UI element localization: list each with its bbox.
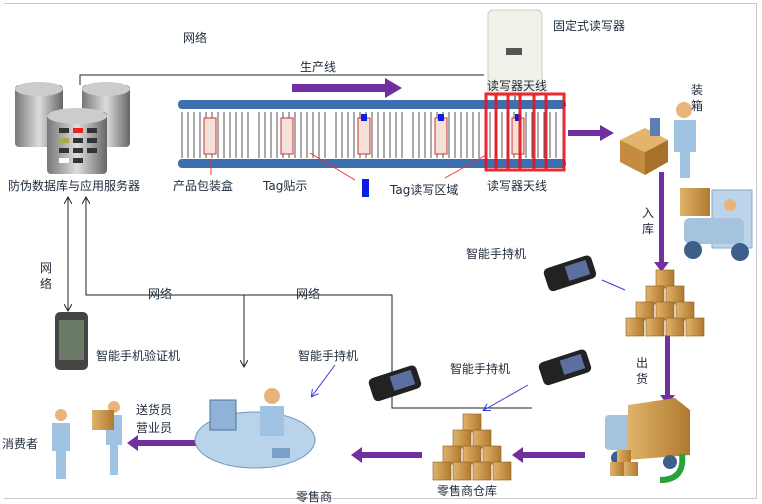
box (462, 413, 482, 433)
box-stack-icon (625, 269, 705, 337)
production-arrow (292, 78, 402, 98)
label-server: 防伪数据库与应用服务器 (8, 179, 141, 193)
box (645, 317, 665, 337)
label-network-mid1: 网络 (148, 287, 173, 301)
product-bottle-icon (203, 117, 217, 155)
product-bottle-icon (434, 117, 448, 155)
delivery-person-icon (92, 401, 122, 475)
conveyor-bay (412, 112, 480, 158)
conveyor-icon (178, 92, 566, 197)
box (655, 269, 675, 289)
pointer-handheld-3 (484, 384, 529, 410)
box (432, 461, 452, 481)
box (482, 445, 502, 465)
pointer-handheld-1 (601, 279, 626, 291)
network-lines (68, 74, 532, 409)
handheld-icon (538, 349, 592, 386)
label-production-line: 生产线 (300, 60, 337, 74)
label-phone-verifier: 智能手机验证机 (96, 349, 181, 363)
label-retailer: 零售商 (296, 490, 333, 504)
handheld-icon (543, 255, 597, 292)
label-delivery: 送货员 (136, 403, 173, 417)
box (665, 285, 685, 305)
arrow-warehouse-in (654, 262, 669, 272)
pointer-tag (309, 152, 356, 181)
label-sales: 营业员 (136, 421, 173, 435)
label-network-left: 网络 (40, 261, 53, 291)
conveyor-bay (335, 112, 403, 158)
box (472, 461, 492, 481)
box (685, 317, 705, 337)
packing-worker-icon (620, 102, 696, 178)
label-reader-antenna-top: 读写器天线 (487, 79, 548, 93)
pointer-area (444, 154, 487, 179)
truck-icon (605, 398, 690, 483)
pointer-handheld-2 (312, 364, 336, 396)
product-bottle-icon (280, 117, 294, 155)
box (645, 285, 665, 305)
box (635, 301, 655, 321)
label-warehouse-in: 入库 (642, 206, 655, 236)
box (452, 461, 472, 481)
box (442, 445, 462, 465)
tag-icon (515, 114, 521, 121)
box (655, 301, 675, 321)
box (665, 317, 685, 337)
label-packing: 装箱 (691, 83, 704, 113)
label-product-box: 产品包装盒 (173, 179, 234, 193)
tag-icon (361, 114, 367, 121)
forklift-icon (680, 188, 753, 261)
antenna-zone (484, 92, 566, 172)
handheld-icon (368, 365, 422, 402)
rfid-reader-icon (487, 9, 543, 103)
box (492, 461, 512, 481)
box (625, 317, 645, 337)
label-handheld-2: 智能手持机 (298, 349, 359, 363)
label-handheld-3: 智能手持机 (450, 362, 511, 376)
arrow-to-retailer (351, 447, 422, 463)
box (462, 445, 482, 465)
label-tag-rw-area: Tag读写区域 (390, 183, 459, 197)
smartphone-icon (55, 312, 88, 370)
label-handheld-1: 智能手持机 (466, 247, 527, 261)
label-network-mid2: 网络 (296, 287, 321, 301)
flow-arrows (127, 125, 675, 463)
box (675, 301, 695, 321)
label-reader-antenna-bottom: 读写器天线 (487, 179, 548, 193)
label-shipping: 出货 (636, 356, 649, 386)
frame (4, 3, 757, 499)
arrow-to-retail-warehouse (512, 447, 585, 463)
database-server-icon (15, 82, 130, 174)
arrow-to-consumer (127, 435, 198, 451)
product-bottle-icon (357, 117, 371, 155)
label-consumer: 消费者 (2, 437, 39, 451)
box (472, 429, 492, 449)
product-bottle-icon (511, 117, 525, 155)
conveyor-bay (258, 112, 326, 158)
label-fixed-reader: 固定式读写器 (553, 19, 626, 33)
tag-icon (438, 114, 444, 121)
conveyor-bay (181, 112, 249, 158)
box-stack-icon (432, 413, 512, 481)
box (452, 429, 472, 449)
label-retailer-warehouse: 零售商仓库 (437, 484, 498, 498)
tag-icon (362, 179, 369, 197)
label-tag: Tag贴示 (263, 179, 308, 193)
label-network-top: 网络 (183, 31, 208, 45)
retail-desk-icon (194, 388, 316, 469)
arrow-to-packing (568, 125, 614, 141)
consumer-icon (52, 409, 70, 479)
